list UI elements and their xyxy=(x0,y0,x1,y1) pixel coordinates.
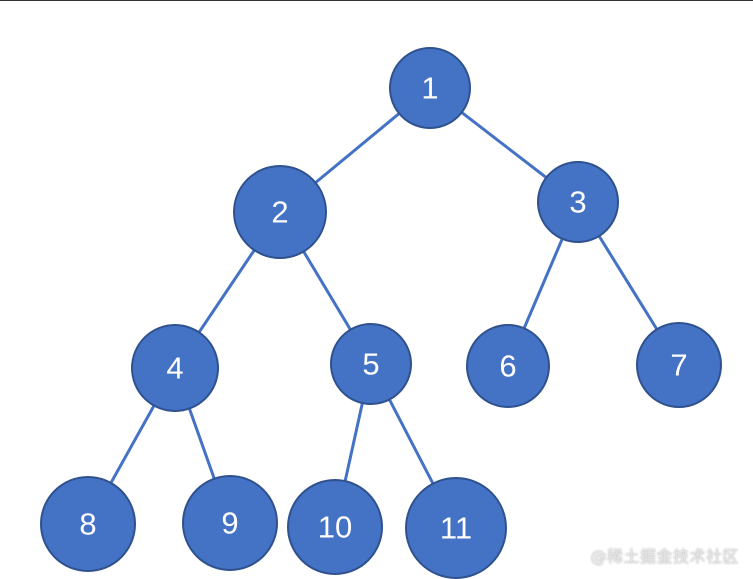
tree-node-5: 5 xyxy=(330,323,412,405)
tree-node-2: 2 xyxy=(233,165,327,259)
tree-node-10: 10 xyxy=(287,479,383,575)
node-circle-4 xyxy=(131,324,219,412)
node-label-10: 10 xyxy=(318,510,352,545)
tree-node-9: 9 xyxy=(182,475,278,571)
node-circle-7 xyxy=(636,322,722,408)
node-label-1: 1 xyxy=(421,71,438,106)
tree-node-1: 1 xyxy=(389,47,471,129)
node-label-7: 7 xyxy=(670,348,687,383)
node-circle-2 xyxy=(233,165,327,259)
node-circle-8 xyxy=(40,476,136,572)
nodes-layer: 1 2 3 4 5 6 7 8 9 10 11 xyxy=(40,47,722,579)
tree-node-8: 8 xyxy=(40,476,136,572)
node-label-6: 6 xyxy=(499,349,516,384)
node-circle-5 xyxy=(330,323,412,405)
edges-layer xyxy=(86,86,681,529)
tree-node-4: 4 xyxy=(131,324,219,412)
node-label-9: 9 xyxy=(221,506,238,541)
node-label-5: 5 xyxy=(362,347,379,382)
tree-node-7: 7 xyxy=(636,322,722,408)
top-border-line xyxy=(0,0,753,1)
node-circle-3 xyxy=(537,161,619,243)
node-label-8: 8 xyxy=(79,507,96,542)
node-label-11: 11 xyxy=(440,511,472,546)
watermark-text: @稀土掘金技术社区 xyxy=(590,547,739,566)
node-circle-9 xyxy=(182,475,278,571)
tree-node-3: 3 xyxy=(537,161,619,243)
node-circle-10 xyxy=(287,479,383,575)
node-circle-6 xyxy=(466,324,550,408)
node-label-2: 2 xyxy=(271,195,288,230)
tree-node-11: 11 xyxy=(405,477,507,579)
node-label-3: 3 xyxy=(569,185,586,220)
node-label-4: 4 xyxy=(166,351,183,386)
tree-node-6: 6 xyxy=(466,324,550,408)
node-circle-11 xyxy=(405,477,507,579)
node-circle-1 xyxy=(389,47,471,129)
